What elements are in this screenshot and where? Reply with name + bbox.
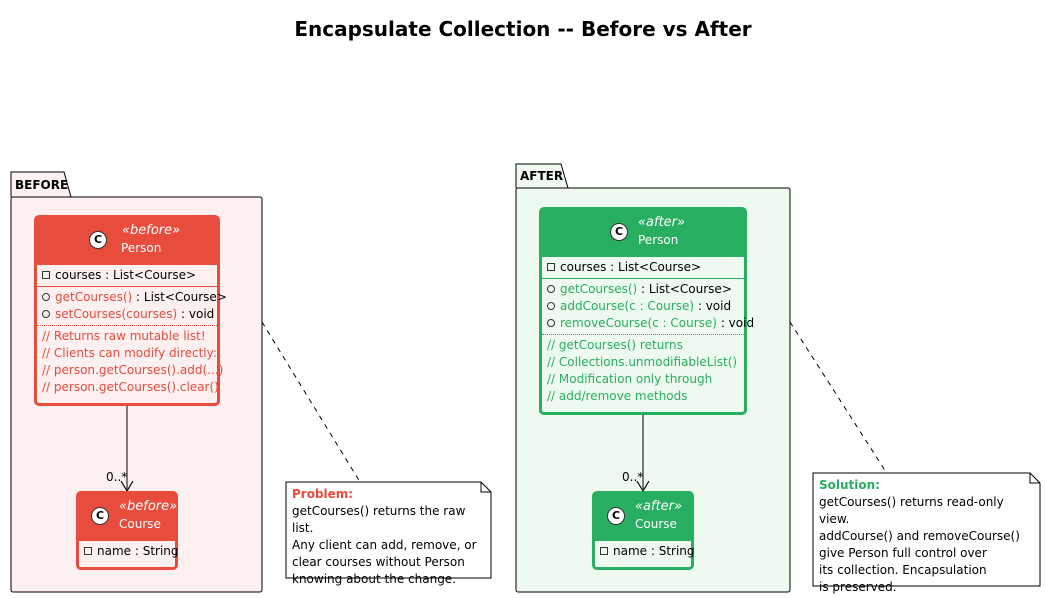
note-line: Any client can add, remove, or — [292, 538, 477, 552]
before-person-class[interactable]: C «before» Person courses : List<Course>… — [34, 215, 227, 406]
private-visibility-icon — [42, 270, 50, 279]
attribute-row: courses : List<Course> — [547, 259, 739, 276]
before-person-methods: getCourses() : List<Course> setCourses(c… — [37, 286, 227, 325]
note-line: its collection. Encapsulation — [819, 563, 987, 577]
before-person-comments: // Returns raw mutable list! // Clients … — [37, 325, 224, 398]
method-row: getCourses() : List<Course> — [42, 289, 227, 306]
comment-line: // person.getCourses().add(...) — [42, 363, 224, 377]
after-person-methods: getCourses() : List<Course> addCourse(c … — [542, 278, 754, 334]
after-person-attributes: courses : List<Course> — [542, 256, 744, 278]
before-problem-note: Problem: getCourses() returns the raw li… — [286, 482, 491, 586]
public-visibility-icon — [42, 309, 50, 318]
method-row: addCourse(c : Course) : void — [547, 298, 739, 315]
after-course-name: Course — [635, 517, 677, 531]
method-row: setCourses(courses) : void — [42, 306, 214, 323]
after-person-header: C «after» Person — [542, 210, 744, 256]
note-line: clear courses without Person — [292, 555, 465, 569]
comment-line: // Returns raw mutable list! — [42, 329, 206, 343]
private-visibility-icon — [600, 546, 608, 555]
class-c-icon: C — [610, 223, 628, 241]
attribute-row: name : String — [600, 543, 695, 560]
before-person-header: C «before» Person — [37, 218, 217, 264]
comment-line: // person.getCourses().clear() — [42, 380, 219, 394]
attribute-row: name : String — [84, 543, 179, 560]
after-package-label: AFTER — [520, 169, 564, 183]
note-line: give Person full control over — [819, 546, 987, 560]
after-person-stereotype: «after» — [638, 215, 686, 230]
comment-line: // getCourses() returns — [547, 338, 683, 352]
attribute-row: courses : List<Course> — [42, 267, 212, 284]
after-course-stereotype: «after» — [635, 499, 683, 514]
private-visibility-icon — [84, 546, 92, 555]
note-title: Solution: — [819, 478, 880, 492]
before-course-attributes: name : String — [79, 540, 179, 562]
method-row: removeCourse(c : Course) : void — [547, 315, 754, 332]
before-package-label: BEFORE — [15, 178, 69, 192]
after-note-connector — [789, 321, 887, 473]
before-person-name: Person — [121, 241, 162, 255]
after-person-name: Person — [638, 233, 679, 247]
class-c-icon: C — [607, 507, 625, 525]
comment-line: // Modification only through — [547, 372, 713, 386]
after-person-class[interactable]: C «after» Person courses : List<Course> … — [539, 207, 754, 415]
comment-line: // add/remove methods — [547, 389, 688, 403]
before-multiplicity: 0..* — [106, 470, 128, 484]
before-note-connector — [261, 321, 361, 483]
after-course-attributes: name : String — [595, 540, 695, 562]
before-note-shape — [285, 481, 492, 579]
after-multiplicity: 0..* — [622, 470, 644, 484]
note-line: getCourses() returns the raw list. — [292, 504, 466, 535]
public-visibility-icon — [547, 301, 555, 310]
before-course-stereotype: «before» — [119, 499, 178, 514]
after-solution-note: Solution: getCourses() returns read-only… — [813, 473, 1040, 594]
note-line: addCourse() and removeCourse() — [819, 529, 1020, 543]
after-person-comments: // getCourses() returns // Collections.u… — [542, 334, 744, 407]
note-line: getCourses() returns read-only view. — [819, 495, 1004, 526]
comment-line: // Clients can modify directly: — [42, 346, 217, 360]
class-c-icon: C — [91, 507, 109, 525]
private-visibility-icon — [547, 262, 555, 271]
before-course-header: C «before» Course — [79, 494, 178, 540]
after-note-shape — [812, 472, 1041, 587]
before-person-stereotype: «before» — [122, 223, 181, 238]
note-line: knowing about the change. — [292, 572, 457, 586]
diagram-title: Encapsulate Collection -- Before vs Afte… — [294, 17, 752, 41]
public-visibility-icon — [547, 318, 555, 327]
comment-line: // Collections.unmodifiableList() — [547, 355, 738, 369]
after-course-class[interactable]: C «after» Course name : String — [592, 491, 695, 570]
before-course-class[interactable]: C «before» Course name : String — [76, 491, 179, 570]
public-visibility-icon — [42, 292, 50, 301]
before-person-attributes: courses : List<Course> — [37, 264, 217, 286]
note-title: Problem: — [292, 487, 354, 501]
public-visibility-icon — [547, 284, 555, 293]
before-course-name: Course — [119, 517, 161, 531]
method-row: getCourses() : List<Course> — [547, 281, 739, 298]
note-line: is preserved. — [819, 580, 897, 594]
class-c-icon: C — [89, 231, 107, 249]
after-course-header: C «after» Course — [595, 494, 691, 540]
